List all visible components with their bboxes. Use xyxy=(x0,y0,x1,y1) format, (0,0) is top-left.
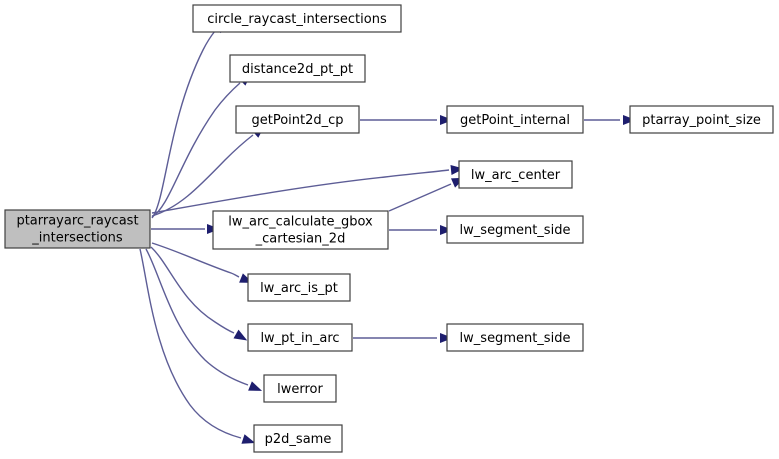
node-box-getPoint2d_cp[interactable] xyxy=(235,105,360,134)
edge-root-to-lw_arc_center xyxy=(151,169,450,214)
node-label-getPoint_internal: getPoint_internal xyxy=(460,113,570,128)
node-label-lwerror: lwerror xyxy=(277,382,323,397)
node-label-lw_arc_calculate_gbox_cartesian_2d-line2: _cartesian_2d xyxy=(255,232,346,247)
node-box-lw_segment_side_ptinarc[interactable] xyxy=(446,323,584,352)
arrowhead-head-lw_arc_center-root xyxy=(450,165,464,175)
node-p2d_same[interactable]: p2d_same xyxy=(253,424,343,453)
edge-gbox-to-lw_arc_center xyxy=(388,183,452,212)
node-label-distance2d_pt_pt: distance2d_pt_pt xyxy=(242,62,353,77)
node-box-lw_arc_calculate_gbox_cartesian_2d[interactable] xyxy=(212,210,389,250)
edge-root-to-lw_pt_in_arc xyxy=(150,246,235,334)
node-label-lw_segment_side_ptinarc: lw_segment_side xyxy=(460,331,571,346)
node-label-p2d_same: p2d_same xyxy=(265,432,332,447)
node-label-circle_raycast_intersections: circle_raycast_intersections xyxy=(207,12,387,27)
node-lw_arc_calculate_gbox_cartesian_2d[interactable]: lw_arc_calculate_gbox _cartesian_2d xyxy=(212,210,389,250)
node-lw_segment_side_gbox[interactable]: lw_segment_side xyxy=(446,215,584,244)
node-box-root[interactable] xyxy=(4,209,151,249)
arrowhead-head-p2d_same xyxy=(241,434,256,444)
node-box-getPoint_internal[interactable] xyxy=(446,105,584,134)
node-label-root-line2: _intersections xyxy=(31,231,123,246)
nodes-layer: ptarrayarc_raycast _intersections circle_r… xyxy=(4,4,774,453)
node-lw_arc_is_pt[interactable]: lw_arc_is_pt xyxy=(247,273,351,302)
node-root[interactable]: ptarrayarc_raycast _intersections xyxy=(4,209,151,249)
node-label-lw_arc_center: lw_arc_center xyxy=(471,168,561,183)
edge-root-to-p2d_same xyxy=(139,248,242,439)
arrowhead-head-lwerror xyxy=(248,381,263,391)
node-circle_raycast_intersections[interactable]: circle_raycast_intersections xyxy=(192,4,402,33)
node-lw_segment_side_ptinarc[interactable]: lw_segment_side xyxy=(446,323,584,352)
node-distance2d_pt_pt[interactable]: distance2d_pt_pt xyxy=(229,54,366,83)
node-box-distance2d_pt_pt[interactable] xyxy=(229,54,366,83)
node-box-lw_arc_center[interactable] xyxy=(458,160,573,189)
node-getPoint2d_cp[interactable]: getPoint2d_cp xyxy=(235,105,360,134)
edge-root-to-circle_raycast_intersections xyxy=(151,30,216,219)
edge-root-to-lw_arc_is_pt xyxy=(151,242,240,278)
node-label-lw_arc_is_pt: lw_arc_is_pt xyxy=(260,281,338,296)
node-box-lw_segment_side_gbox[interactable] xyxy=(446,215,584,244)
node-box-lw_arc_is_pt[interactable] xyxy=(247,273,351,302)
node-box-ptarray_point_size[interactable] xyxy=(629,105,774,134)
node-box-p2d_same[interactable] xyxy=(253,424,343,453)
edge-root-to-getPoint2d_cp xyxy=(151,134,254,217)
node-box-circle_raycast_intersections[interactable] xyxy=(192,4,402,33)
node-label-lw_pt_in_arc: lw_pt_in_arc xyxy=(260,331,339,346)
node-box-lwerror[interactable] xyxy=(263,374,337,403)
node-lwerror[interactable]: lwerror xyxy=(263,374,337,403)
edges-layer xyxy=(139,30,620,439)
edge-root-to-lwerror xyxy=(145,248,249,386)
node-label-ptarray_point_size: ptarray_point_size xyxy=(642,113,761,128)
node-label-lw_segment_side_gbox: lw_segment_side xyxy=(460,223,571,238)
node-lw_arc_center[interactable]: lw_arc_center xyxy=(458,160,573,189)
node-label-getPoint2d_cp: getPoint2d_cp xyxy=(251,113,343,128)
edge-root-to-distance2d_pt_pt xyxy=(151,82,241,218)
node-ptarray_point_size[interactable]: ptarray_point_size xyxy=(629,105,774,134)
node-box-lw_pt_in_arc[interactable] xyxy=(247,323,353,352)
node-lw_pt_in_arc[interactable]: lw_pt_in_arc xyxy=(247,323,353,352)
node-getPoint_internal[interactable]: getPoint_internal xyxy=(446,105,584,134)
arrowhead-head-lw_pt_in_arc xyxy=(233,329,248,341)
node-label-lw_arc_calculate_gbox_cartesian_2d-line1: lw_arc_calculate_gbox xyxy=(228,215,373,230)
node-label-root-line1: ptarrayarc_raycast xyxy=(16,214,138,229)
